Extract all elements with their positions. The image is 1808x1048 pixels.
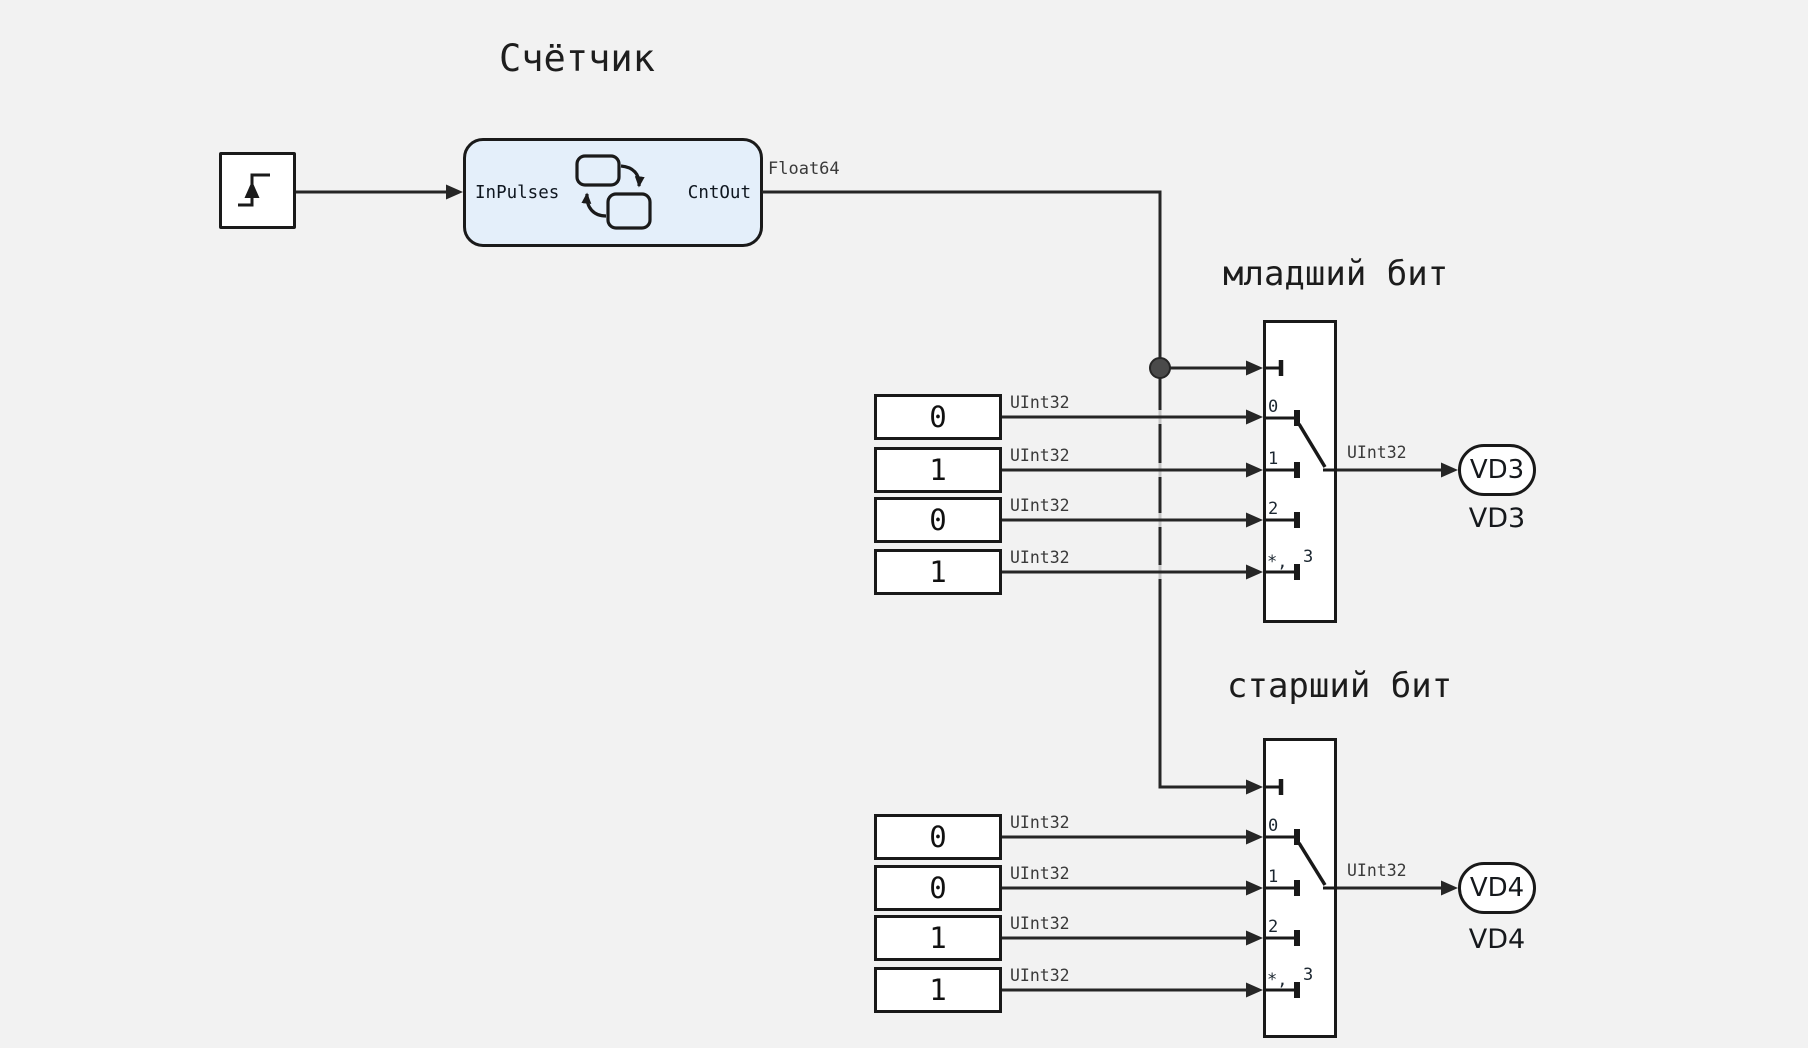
output-port-caption: VD3: [1468, 503, 1526, 534]
output-port-vd3[interactable]: VD3: [1458, 444, 1536, 496]
constant-block[interactable]: 1: [874, 967, 1002, 1013]
section-label-high-bit[interactable]: старший бит: [1227, 666, 1453, 706]
switch-internals-high-bit: 0 1 2 *, 3: [1263, 779, 1337, 998]
chart-input-port-label: InPulses: [475, 182, 560, 203]
switch-default-label: *,: [1267, 970, 1287, 990]
wire-type-label: UInt32: [1010, 914, 1070, 933]
constant-block[interactable]: 0: [874, 865, 1002, 911]
wire-constants-high-bit[interactable]: [1002, 829, 1263, 998]
wire-type-label: UInt32: [1010, 966, 1070, 985]
wire-switch-to-vd4[interactable]: [1337, 880, 1458, 896]
wire-type-label: UInt32: [1010, 496, 1070, 515]
wire-type-label: UInt32: [1010, 548, 1070, 567]
switch-internals-low-bit: 0 1 2 *, 3: [1263, 360, 1337, 580]
rising-edge-icon: [238, 173, 270, 207]
wire-type-label: UInt32: [1347, 443, 1407, 462]
constant-value: 0: [929, 400, 947, 434]
diagram-title[interactable]: Счётчик: [499, 37, 655, 80]
constant-value: 1: [929, 555, 947, 589]
wire-type-label: UInt32: [1010, 446, 1070, 465]
constant-block[interactable]: 1: [874, 549, 1002, 595]
constant-value: 0: [929, 820, 947, 854]
counter-chart-block[interactable]: InPulses CntOut: [463, 138, 763, 247]
switch-port-label: 1: [1268, 867, 1278, 887]
section-label-low-bit[interactable]: младший бит: [1223, 254, 1449, 294]
switch-default-index: 3: [1303, 965, 1313, 985]
wire-chart-output[interactable]: [762, 190, 1263, 795]
wire-type-label: UInt32: [1010, 813, 1070, 832]
wire-switch-to-vd3[interactable]: [1337, 462, 1458, 478]
constant-block[interactable]: 0: [874, 814, 1002, 860]
constant-block[interactable]: 1: [874, 915, 1002, 961]
switch-port-label: 0: [1268, 816, 1278, 836]
constant-value: 1: [929, 453, 947, 487]
pulse-source-block[interactable]: [219, 152, 296, 229]
wire-type-label: UInt32: [1010, 393, 1070, 412]
chart-output-type-label: Float64: [768, 159, 840, 179]
constant-value: 1: [929, 973, 947, 1007]
output-port-vd4[interactable]: VD4: [1458, 862, 1536, 914]
wire-type-label: UInt32: [1347, 861, 1407, 880]
state-machine-icon: [575, 154, 652, 230]
constant-block[interactable]: 0: [874, 497, 1002, 543]
output-port-caption: VD4: [1468, 924, 1526, 955]
output-port-name: VD4: [1469, 873, 1525, 903]
switch-port-label: 2: [1268, 917, 1278, 937]
chart-output-port-label: CntOut: [687, 182, 751, 203]
switch-default-label: *,: [1267, 552, 1287, 572]
wire-type-label: UInt32: [1010, 864, 1070, 883]
constant-value: 0: [929, 503, 947, 537]
wire-source-to-chart[interactable]: [296, 184, 463, 200]
switch-port-label: 1: [1268, 449, 1278, 469]
switch-port-label: 0: [1268, 397, 1278, 417]
constant-value: 0: [929, 871, 947, 905]
constant-block[interactable]: 1: [874, 447, 1002, 493]
output-port-name: VD3: [1469, 455, 1525, 485]
switch-port-label: 2: [1268, 499, 1278, 519]
switch-default-index: 3: [1303, 547, 1313, 567]
constant-block[interactable]: 0: [874, 394, 1002, 440]
constant-value: 1: [929, 921, 947, 955]
wire-constants-low-bit[interactable]: [1002, 409, 1263, 580]
wire-junction-dot: [1149, 357, 1171, 379]
